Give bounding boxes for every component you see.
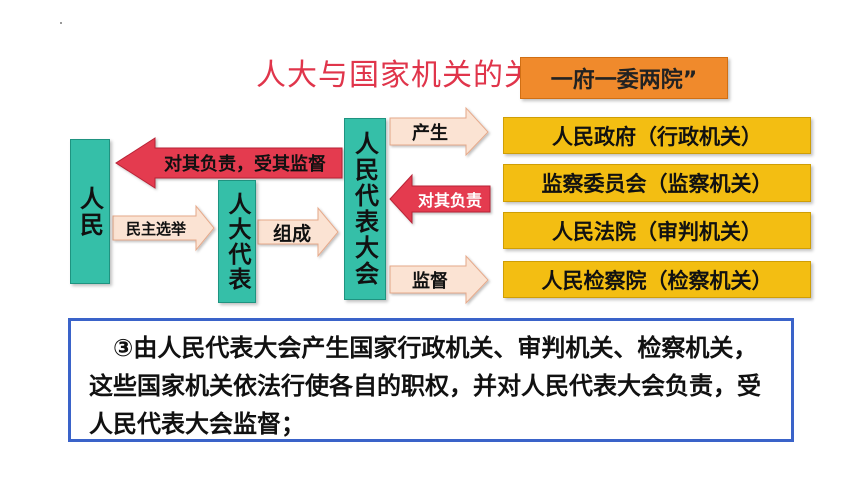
arrow-supervise [389,254,489,305]
label-supervise: 监督 [412,270,448,292]
organ-procuratorate: 人民检察院（检察机关） [503,261,811,298]
decorative-dot [60,22,62,24]
arrow-produce [389,106,489,157]
label-responsible-to-congress: 对其负责 [417,191,482,210]
note-box: ③由人民代表大会产生国家行政机关、审判机关、检察机关，这些国家机关依法行使各自的… [68,318,794,442]
label-responsible-to-people: 对其负责，受其监督 [164,154,326,175]
arrow-responsible-to-congress [389,173,491,225]
label-democratic-election: 民主选举 [125,219,186,238]
arrow-form [257,206,339,258]
note-text: ③由人民代表大会产生国家行政机关、审判机关、检察机关，这些国家机关依法行使各自的… [89,334,761,438]
organ-supervisory-commission: 监察委员会（监察机关） [503,164,811,202]
node-congress: 人民代表大会 [344,118,386,300]
arrow-democratic-election [112,204,215,252]
arrow-responsible-to-people [115,137,343,189]
node-deputies: 人大代表 [218,180,256,303]
organ-government: 人民政府（行政机关） [503,117,811,154]
label-produce: 产生 [412,122,448,144]
node-congress-label: 人民代表大会 [350,131,379,287]
node-deputies-label: 人大代表 [224,191,250,292]
one-government-one-commission-two-courts-label: 一府一委两院” [520,57,728,99]
label-form: 组成 [272,222,311,245]
organ-court: 人民法院（审判机关） [503,212,811,249]
node-people-label: 人民 [75,185,104,238]
node-people: 人民 [70,139,110,284]
diagram-title: 人大与国家机关的关系 [256,58,566,93]
